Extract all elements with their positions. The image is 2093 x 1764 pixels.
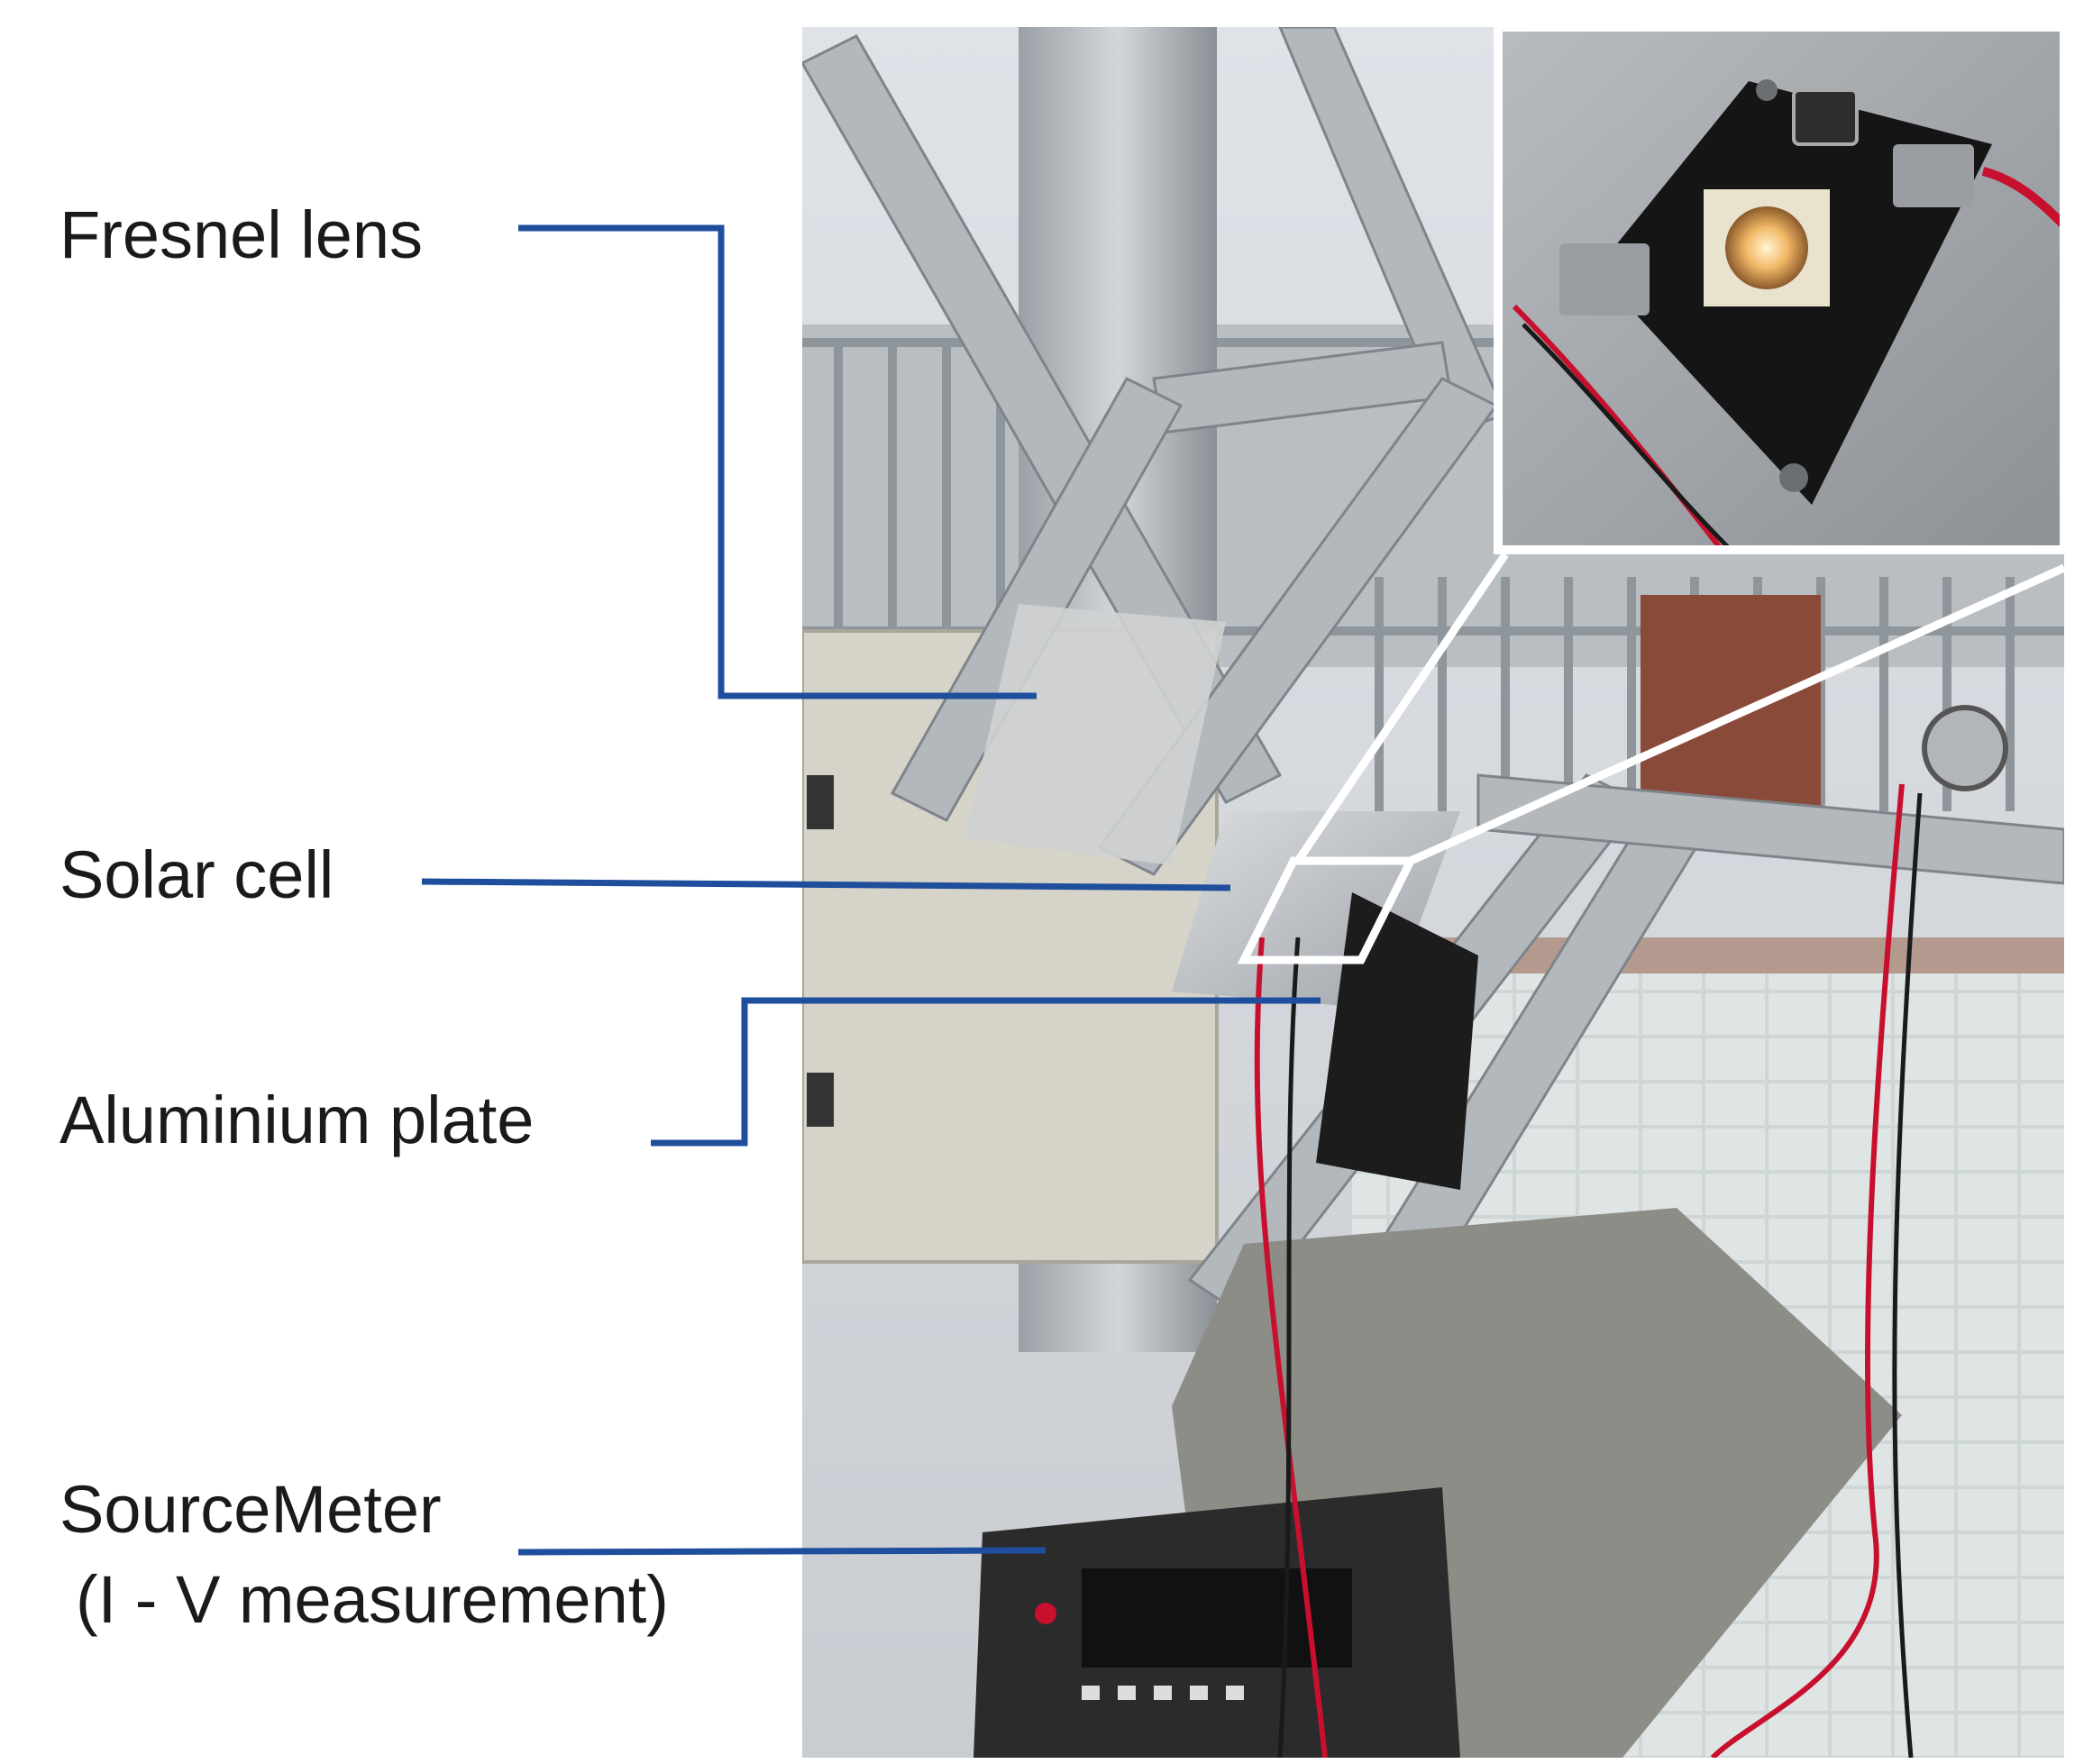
label-solar-cell: Solar cell — [59, 837, 334, 912]
leader-line-sourcemeter — [517, 1547, 1046, 1556]
label-fresnel-lens: Fresnel lens — [59, 197, 424, 272]
label-sourcemeter: SourceMeter — [59, 1472, 442, 1547]
leader-line-solar-cell — [421, 878, 1231, 891]
zoom-indicator — [1237, 552, 2066, 964]
leader-line-aluminium-plate — [651, 997, 1321, 1147]
inset-photo — [1494, 23, 2069, 554]
label-sourcemeter-subtitle: (I - V measurement) — [76, 1562, 669, 1637]
leader-lines — [421, 224, 1321, 1556]
label-aluminium-plate: Aluminium plate — [59, 1083, 535, 1157]
leader-line-fresnel-lens — [518, 224, 1037, 699]
